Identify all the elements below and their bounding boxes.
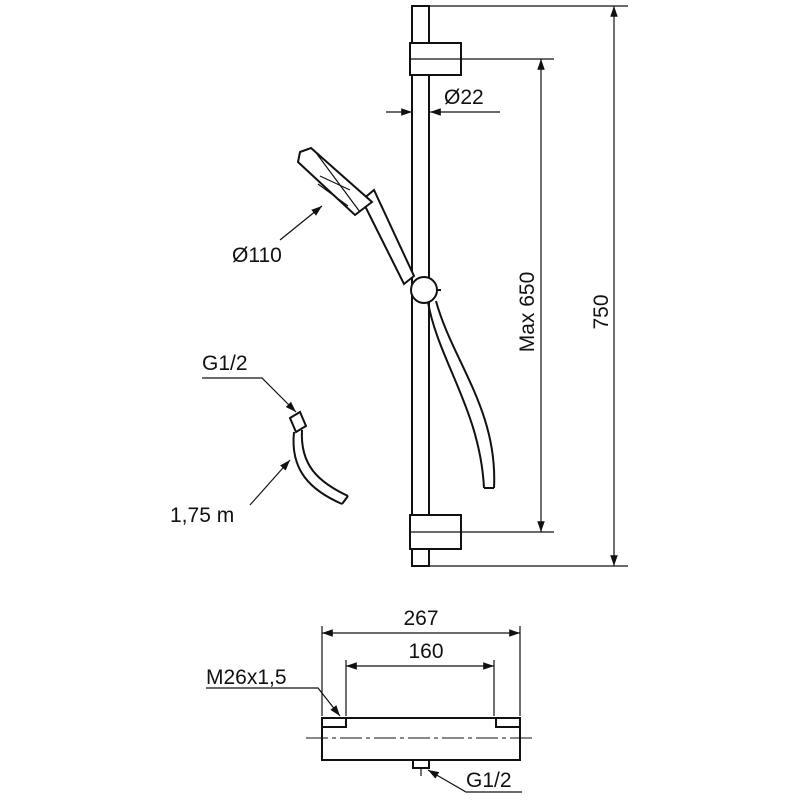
leader-mixer-outlet [427,769,522,793]
hose-length-label: 1,75 m [170,504,234,527]
mixer-thread-label: M26x1,5 [206,666,287,689]
dimension-max-height [462,58,554,533]
hand-shower [296,146,416,286]
slide-rail-assembly [409,5,462,567]
shower-hose-on-rail [427,300,496,489]
bar-diameter-label: Ø22 [444,86,484,109]
max-height-label: Max 650 [516,272,539,353]
total-height-label: 750 [590,294,613,329]
hose-connection-label: G1/2 [202,352,248,375]
mixer-width-label: 267 [403,607,438,630]
hose-detail [288,410,349,505]
leader-mixer-thread [206,687,341,717]
mixer-outlet-label: G1/2 [466,769,512,792]
thermostatic-mixer [306,717,536,776]
dimension-total-height [430,5,628,567]
leader-handshower-diameter [279,205,323,241]
leader-hose-connection [202,377,297,413]
mixer-centers-label: 160 [408,640,443,663]
dimension-mixer-centers [345,660,495,716]
leader-hose-length [249,459,291,506]
handshower-slider [410,276,438,304]
dimension-mixer-width [321,626,521,716]
handshower-diameter-label: Ø110 [232,244,282,267]
